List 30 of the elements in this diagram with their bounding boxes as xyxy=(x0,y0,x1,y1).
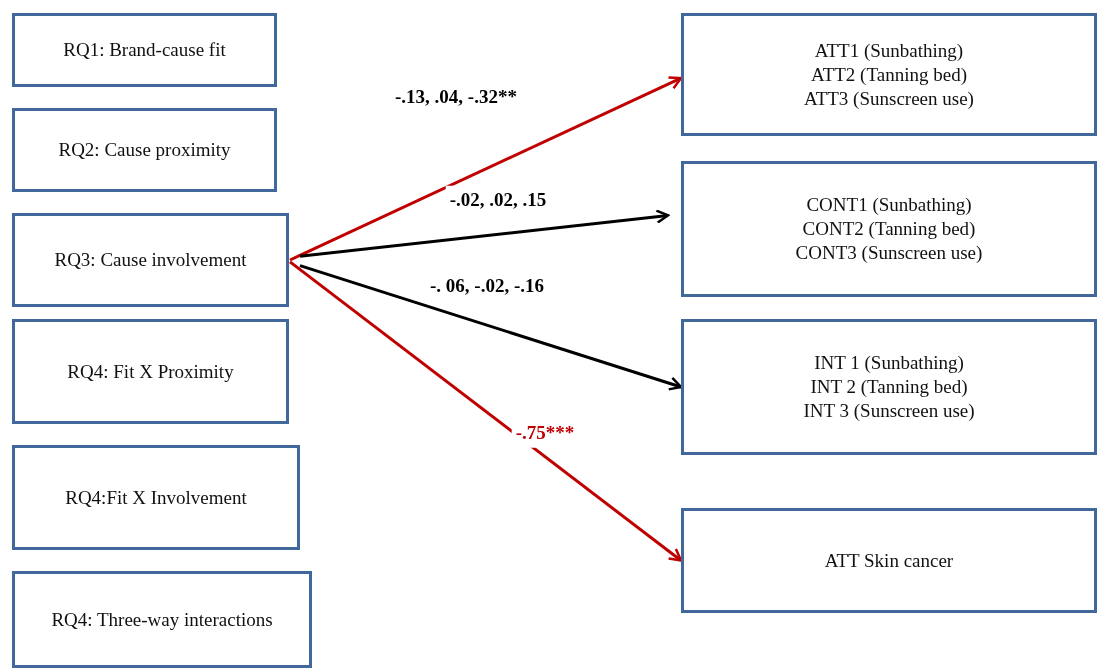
box-text: RQ3: Cause involvement xyxy=(54,248,247,272)
box-text: CONT3 (Sunscreen use) xyxy=(795,241,983,265)
variable-box xyxy=(12,108,277,192)
box-text: INT 3 (Sunscreen use) xyxy=(803,399,975,423)
arrow xyxy=(289,76,683,262)
box-text: RQ4:Fit X Involvement xyxy=(65,485,247,510)
variable-box xyxy=(681,319,1097,455)
variable-box xyxy=(681,13,1097,136)
box-text: ATT3 (Sunscreen use) xyxy=(804,86,974,111)
arrow xyxy=(289,260,683,562)
box-text: INT 2 (Tanning bed) xyxy=(810,375,968,399)
variable-box xyxy=(12,319,289,424)
arrow xyxy=(299,264,683,391)
box-text: ATT2 (Tanning bed) xyxy=(811,62,967,87)
box-text: ATT1 (Sunbathing) xyxy=(814,38,964,63)
box-text: ATT Skin cancer xyxy=(824,548,954,573)
box-text: INT 1 (Sunbathing) xyxy=(814,351,964,375)
box-text: RQ1: Brand-cause fit xyxy=(63,38,226,62)
box-text: RQ4: Fit X Proximity xyxy=(67,359,234,384)
variable-box xyxy=(681,161,1097,297)
variable-box xyxy=(12,445,300,550)
box-text: RQ2: Cause proximity xyxy=(58,138,231,162)
box-text: CONT1 (Sunbathing) xyxy=(806,193,972,217)
box-text: RQ4: Three-way interactions xyxy=(51,607,273,632)
arrow xyxy=(299,209,670,258)
variable-box xyxy=(12,13,277,87)
variable-box xyxy=(681,508,1097,613)
variable-box xyxy=(12,213,289,307)
variable-box xyxy=(12,571,312,668)
box-text: CONT2 (Tanning bed) xyxy=(802,217,976,241)
